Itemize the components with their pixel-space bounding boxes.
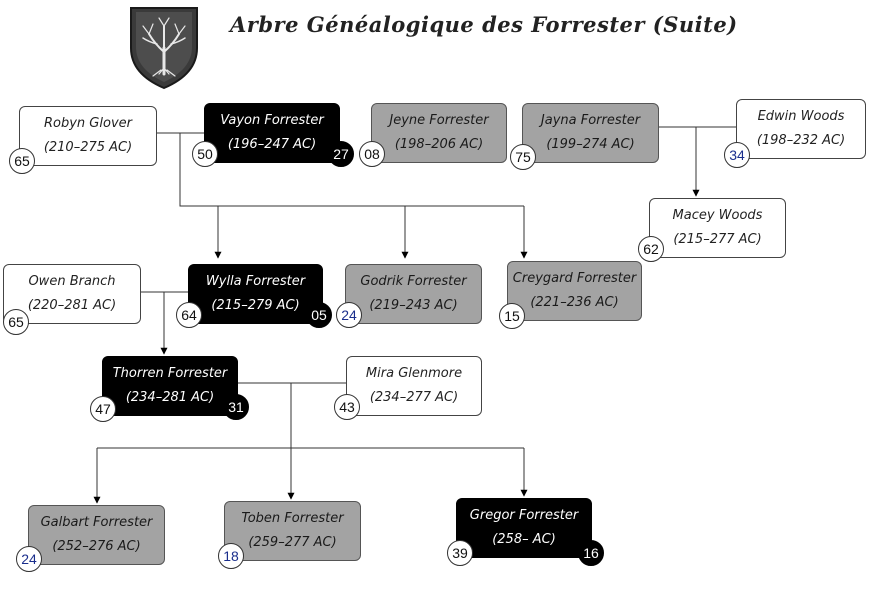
person-dates: (221–236 AC) [530, 295, 619, 310]
person-robyn-glover: Robyn Glover (210–275 AC) [19, 106, 157, 166]
person-thorren-forrester: Thorren Forrester (234–281 AC) [102, 356, 238, 416]
person-dates: (234–281 AC) [125, 390, 215, 405]
badge-left: 18 [218, 543, 244, 569]
person-dates: (215–277 AC) [673, 232, 762, 247]
person-dates: (198–206 AC) [394, 137, 484, 152]
badge-left: 50 [192, 141, 218, 167]
person-jayna-forrester: Jayna Forrester (199–274 AC) [522, 103, 659, 163]
badge-left: 75 [510, 144, 536, 170]
person-dates: (215–279 AC) [211, 298, 300, 313]
person-name: Creygard Forrester [512, 271, 637, 286]
badge-left: 64 [176, 302, 202, 328]
person-dates: (258– AC) [492, 532, 556, 547]
badge-left: 62 [638, 236, 664, 262]
person-dates: (259–277 AC) [248, 535, 337, 550]
person-vayon-forrester: Vayon Forrester (196–247 AC) [204, 103, 340, 163]
person-name: Jeyne Forrester [389, 113, 489, 128]
badge-left: 39 [447, 540, 473, 566]
person-owen-branch: Owen Branch (220–281 AC) [3, 264, 141, 324]
person-name: Toben Forrester [241, 511, 344, 526]
person-name: Edwin Woods [757, 109, 845, 124]
badge-right: 16 [578, 540, 604, 566]
person-name: Gregor Forrester [469, 508, 579, 523]
badge-left: 08 [359, 141, 385, 167]
badge-left: 65 [9, 148, 35, 174]
badge-right: 05 [306, 302, 332, 328]
badge-left: 47 [90, 396, 116, 422]
badge-left: 24 [16, 546, 42, 572]
person-dates: (198–232 AC) [756, 133, 846, 148]
person-dates: (199–274 AC) [546, 137, 635, 152]
badge-left: 24 [336, 302, 362, 328]
badge-left: 43 [334, 394, 360, 420]
person-wylla-forrester: Wylla Forrester (215–279 AC) [188, 264, 323, 324]
person-edwin-woods: Edwin Woods (198–232 AC) [736, 99, 866, 159]
badge-left: 65 [3, 309, 29, 335]
person-name: Galbart Forrester [40, 515, 153, 530]
person-name: Thorren Forrester [112, 366, 228, 381]
person-name: Mira Glenmore [365, 366, 463, 381]
badge-right: 27 [328, 141, 354, 167]
person-name: Wylla Forrester [205, 274, 306, 289]
person-dates: (252–276 AC) [52, 539, 141, 554]
person-jeyne-forrester: Jeyne Forrester (198–206 AC) [371, 103, 507, 163]
badge-right: 31 [223, 394, 249, 420]
person-toben-forrester: Toben Forrester (259–277 AC) [224, 501, 361, 561]
person-name: Godrik Forrester [360, 274, 467, 289]
tree-shield-icon [130, 7, 198, 90]
person-macey-woods: Macey Woods (215–277 AC) [649, 198, 786, 258]
page-title: Arbre Généalogique des Forrester (Suite) [230, 12, 738, 37]
person-dates: (196–247 AC) [227, 137, 317, 152]
person-dates: (220–281 AC) [27, 298, 117, 313]
badge-left: 34 [724, 142, 750, 168]
person-gregor-forrester: Gregor Forrester (258– AC) [456, 498, 592, 558]
person-creygard-forrester: Creygard Forrester (221–236 AC) [507, 261, 642, 321]
person-name: Macey Woods [672, 208, 763, 223]
person-name: Owen Branch [28, 274, 116, 289]
person-mira-glenmore: Mira Glenmore (234–277 AC) [346, 356, 482, 416]
person-name: Jayna Forrester [540, 113, 641, 128]
person-galbart-forrester: Galbart Forrester (252–276 AC) [28, 505, 165, 565]
person-dates: (219–243 AC) [369, 298, 458, 313]
badge-left: 15 [499, 303, 525, 329]
person-name: Vayon Forrester [220, 113, 324, 128]
person-dates: (234–277 AC) [369, 390, 459, 405]
person-godrik-forrester: Godrik Forrester (219–243 AC) [345, 264, 482, 324]
person-name: Robyn Glover [44, 116, 132, 131]
person-dates: (210–275 AC) [43, 140, 133, 155]
